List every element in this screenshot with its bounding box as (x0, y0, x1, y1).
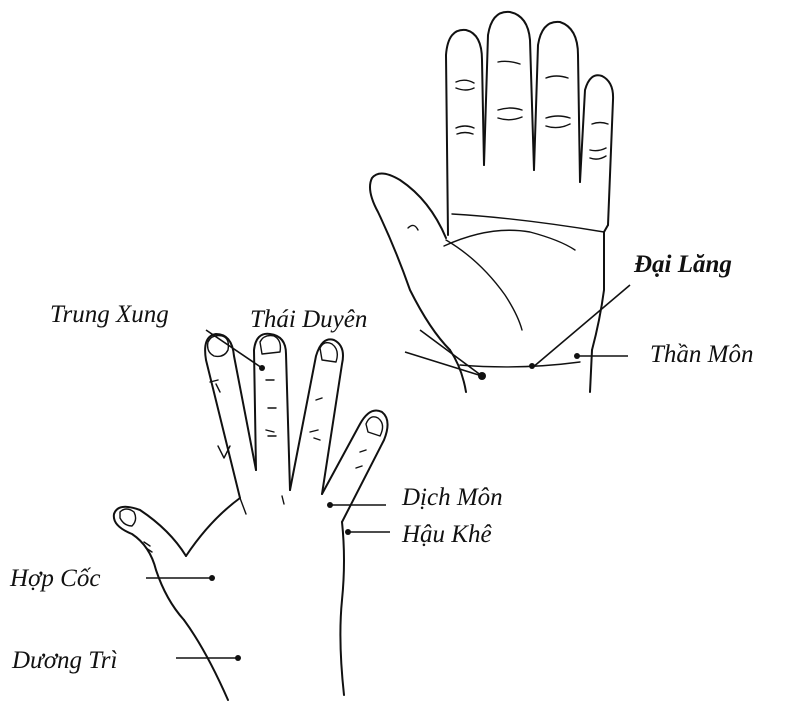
label-thai-duyen: Thái Duyên (250, 306, 367, 333)
palm-thumb-nail (408, 225, 418, 230)
point-than-mon (574, 353, 580, 359)
point-trung-xung (259, 365, 265, 371)
label-hau-khe: Hậu Khê (401, 521, 492, 548)
point-dai-lang (529, 363, 535, 369)
back-wrist-radial (184, 620, 228, 700)
palm-middle-finger (484, 12, 534, 170)
palm-ring-finger (534, 22, 580, 182)
label-trung-xung: Trung Xung (50, 301, 169, 328)
label-duong-tri: Dương Trì (11, 647, 117, 674)
palm-hand (370, 12, 613, 392)
point-dich-mon (327, 502, 333, 508)
label-hop-coc: Hợp Cốc (9, 565, 100, 592)
label-dai-lang: Đại Lăng (633, 251, 732, 278)
palm-ulnar-edge (592, 225, 608, 350)
palm-life-line (446, 240, 522, 330)
back-hand-ulnar-edge (340, 522, 344, 695)
pointers (146, 285, 630, 661)
point-duong-tri (235, 655, 241, 661)
label-dich-mon: Dịch Môn (401, 484, 503, 511)
label-than-mon: Thần Môn (650, 341, 753, 368)
palm-wrist (450, 350, 592, 392)
back-middle-finger (254, 334, 290, 490)
palm-wrist-line (460, 362, 580, 367)
point-thai-duyen (478, 372, 486, 380)
pointer-thai-duyen (405, 352, 482, 376)
point-hop-coc (209, 575, 215, 581)
back-hand (114, 334, 388, 700)
labels: Đại Lăng Trung Xung Thái Duyên Thần Môn … (9, 251, 753, 674)
back-hand-radial-edge (186, 498, 240, 556)
point-hau-khe (345, 529, 351, 535)
palm-heart-line (452, 214, 604, 232)
palm-thumb (370, 173, 450, 350)
palm-head-line (444, 230, 575, 250)
